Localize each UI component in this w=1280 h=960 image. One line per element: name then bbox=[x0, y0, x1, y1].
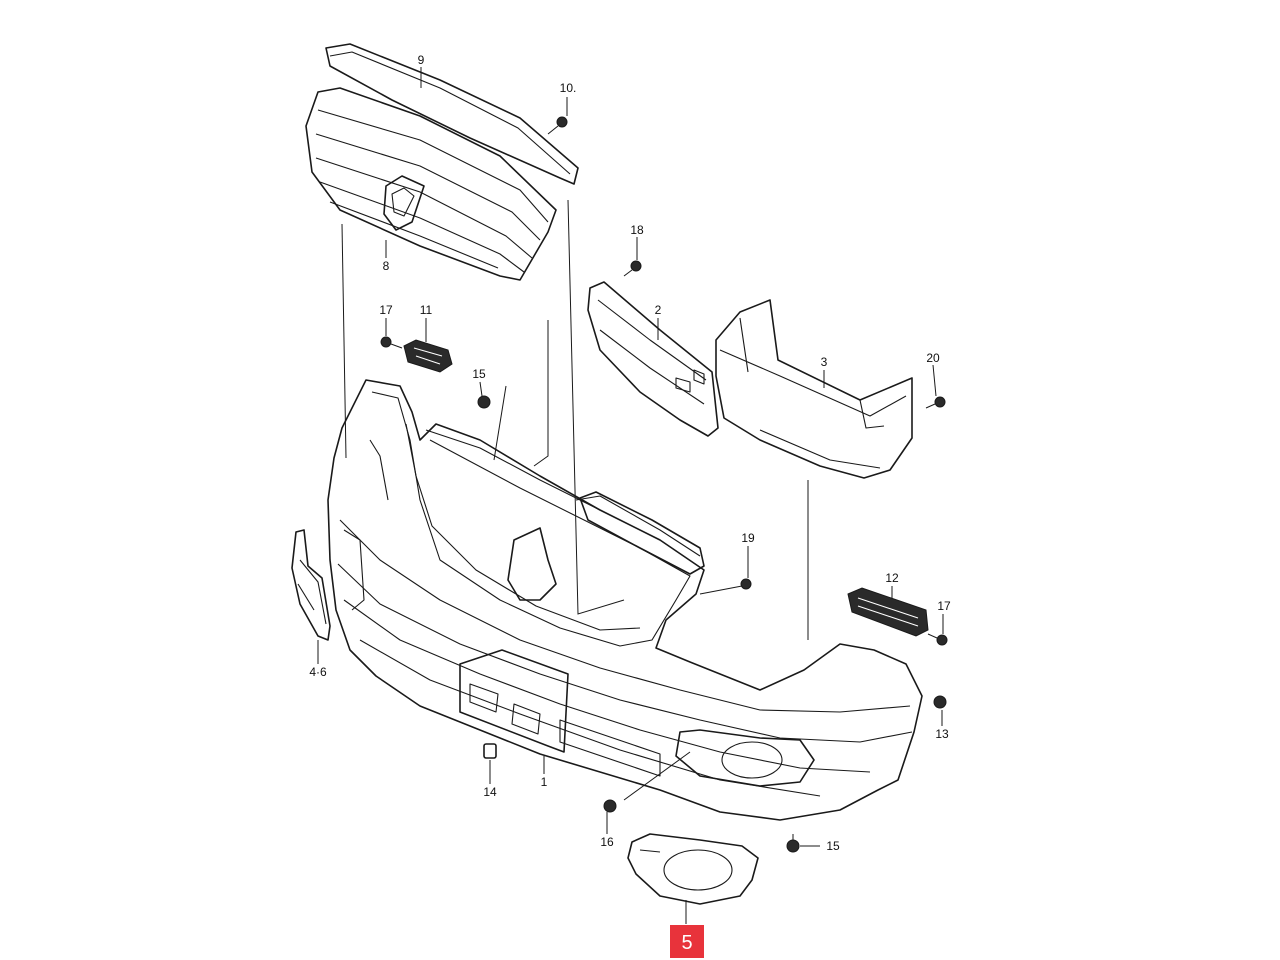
callout-3: 3 bbox=[821, 355, 828, 369]
clip-14 bbox=[483, 743, 497, 759]
highlight-box[interactable] bbox=[670, 925, 704, 958]
callout-20: 20 bbox=[926, 351, 940, 365]
fastener-16 bbox=[603, 799, 617, 813]
callout-12: 12 bbox=[885, 571, 899, 585]
fastener-13 bbox=[933, 695, 947, 709]
callout-leaders bbox=[317, 67, 944, 924]
part-3-air-duct bbox=[715, 299, 913, 479]
part-4-6-side-bracket bbox=[291, 529, 331, 641]
callout-4-6: 4·6 bbox=[309, 665, 327, 679]
callout-15a: 15 bbox=[472, 367, 486, 381]
callout-labels: 9 10. 8 18 17 11 2 15 3 20 19 12 17 13 4… bbox=[309, 53, 951, 853]
callout-13: 13 bbox=[935, 727, 949, 741]
fastener-20 bbox=[925, 396, 946, 409]
callout-19: 19 bbox=[741, 531, 755, 545]
part-11-bracket bbox=[403, 339, 453, 373]
fastener-15a bbox=[477, 395, 491, 409]
fastener-17a bbox=[380, 336, 403, 349]
callout-10: 10. bbox=[560, 81, 577, 95]
part-2-shroud-panel bbox=[587, 281, 719, 437]
callout-17a: 17 bbox=[379, 303, 393, 317]
callout-16: 16 bbox=[600, 835, 614, 849]
callout-15b: 15 bbox=[826, 839, 840, 853]
assembly-guide-lines bbox=[341, 199, 809, 801]
callout-11: 11 bbox=[420, 303, 433, 317]
callout-18: 18 bbox=[630, 223, 644, 237]
callout-8: 8 bbox=[383, 259, 390, 273]
fastener-17b bbox=[927, 633, 948, 646]
highlight-callout-5[interactable]: 5 bbox=[670, 925, 704, 958]
fastener-19 bbox=[740, 578, 752, 590]
callout-2: 2 bbox=[655, 303, 662, 317]
callout-9: 9 bbox=[418, 53, 425, 67]
part-8-front-grille bbox=[305, 87, 557, 281]
part-9-grille-molding bbox=[325, 43, 579, 185]
fastener-18 bbox=[623, 260, 642, 277]
part-12-bracket bbox=[847, 587, 929, 637]
part-1-front-bumper bbox=[327, 379, 923, 821]
highlight-label: 5 bbox=[681, 932, 692, 954]
part-5-fog-lamp-bezel bbox=[627, 833, 759, 905]
callout-1: 1 bbox=[541, 775, 548, 789]
fastener-10 bbox=[547, 116, 568, 135]
callout-17b: 17 bbox=[937, 599, 951, 613]
callout-14: 14 bbox=[483, 785, 497, 799]
fastener-15b bbox=[786, 834, 800, 853]
